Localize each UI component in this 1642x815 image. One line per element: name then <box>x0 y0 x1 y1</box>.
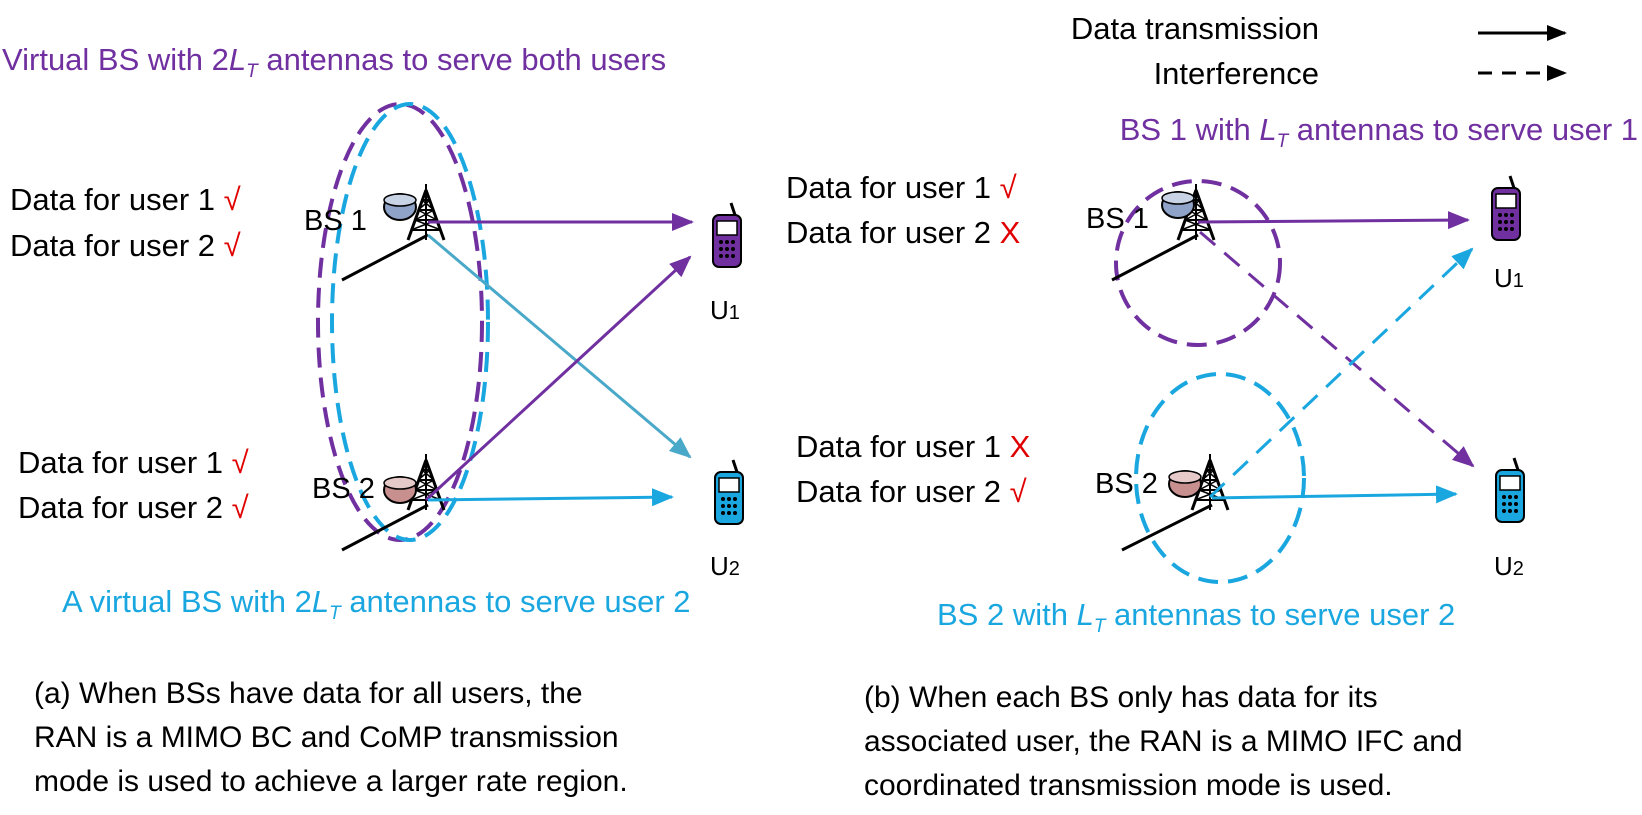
bs2-serve-label: BS 2 with LT antennas to serve user 2 <box>937 597 1456 638</box>
b-bs2-data-user1: Data for user 1 X <box>796 429 1031 464</box>
legend-interference: Interference <box>1153 56 1319 91</box>
check-mark: √ <box>223 182 241 217</box>
arrow-bs1-u2 <box>427 233 692 459</box>
bs2-b-tower-icon <box>1121 452 1230 552</box>
x-mark: X <box>1009 429 1031 464</box>
legend-data-transmission: Data transmission <box>1070 11 1319 46</box>
bs2-tower-icon <box>341 452 446 552</box>
check-mark: √ <box>1009 474 1027 509</box>
u2-b-phone-icon <box>1494 456 1526 524</box>
check-mark: √ <box>231 445 249 480</box>
b-bs2-label: BS 2 <box>1095 468 1158 500</box>
bs1-serve-label: BS 1 with LT antennas to serve user 1 <box>1119 112 1638 153</box>
b-u2-label: U2 <box>1494 551 1524 581</box>
check-mark: √ <box>223 228 241 263</box>
u1-phone-icon <box>711 201 743 269</box>
bs1-label: BS 1 <box>304 205 367 237</box>
bs1-b-tower-icon <box>1111 182 1216 282</box>
virtual-bs-top-label: Virtual BS with 2LT antennas to serve bo… <box>2 42 667 83</box>
b-bs1-data-user2: Data for user 2 X <box>786 215 1021 250</box>
b-bs1-data-user1: Data for user 1 √ <box>786 170 1017 205</box>
u2-label: U2 <box>710 551 740 581</box>
caption-a-line3: mode is used to achieve a larger rate re… <box>34 765 628 798</box>
caption-b-line2: associated user, the RAN is a MIMO IFC a… <box>864 725 1463 758</box>
bs2-data-user1: Data for user 1 √ <box>18 445 249 480</box>
caption-b-line1: (b) When each BS only has data for its <box>864 681 1378 714</box>
bs2-label: BS 2 <box>312 473 375 505</box>
u1-label: U1 <box>710 295 740 325</box>
b-bs1-label: BS 1 <box>1086 203 1149 235</box>
bs1-data-user2: Data for user 2 √ <box>10 228 241 263</box>
caption-a-line2: RAN is a MIMO BC and CoMP transmission <box>34 721 619 754</box>
bs2-ellipse-cyan <box>1134 372 1306 584</box>
arrow-bs2-u1 <box>424 255 692 502</box>
bs1-data-user1: Data for user 1 √ <box>10 182 241 217</box>
caption-a-line1: (a) When BSs have data for all users, th… <box>34 677 583 710</box>
b-bs2-data-user2: Data for user 2 √ <box>796 474 1027 509</box>
virtual-bs-bottom-label: A virtual BS with 2LT antennas to serve … <box>62 584 691 625</box>
arrow-b-bs2-u2 <box>1211 485 1458 504</box>
bs1-ellipse-purple <box>1114 179 1282 347</box>
virtual-bs-ellipse-cyan <box>330 102 490 542</box>
u2-phone-icon <box>713 458 745 526</box>
bs1-tower-icon <box>341 182 446 282</box>
b-u1-label: U1 <box>1494 263 1524 293</box>
interference-bs2-u1 <box>1208 247 1474 499</box>
bs2-data-user2: Data for user 2 √ <box>18 490 249 525</box>
check-mark: √ <box>231 490 249 525</box>
u1-b-phone-icon <box>1490 174 1522 242</box>
check-mark: √ <box>999 170 1017 205</box>
caption-b-line3: coordinated transmission mode is used. <box>864 769 1393 802</box>
arrow-b-bs1-u1 <box>1197 211 1470 230</box>
interference-bs1-u2 <box>1199 230 1475 468</box>
arrow-bs2-u2 <box>427 488 674 507</box>
x-mark: X <box>999 215 1021 250</box>
